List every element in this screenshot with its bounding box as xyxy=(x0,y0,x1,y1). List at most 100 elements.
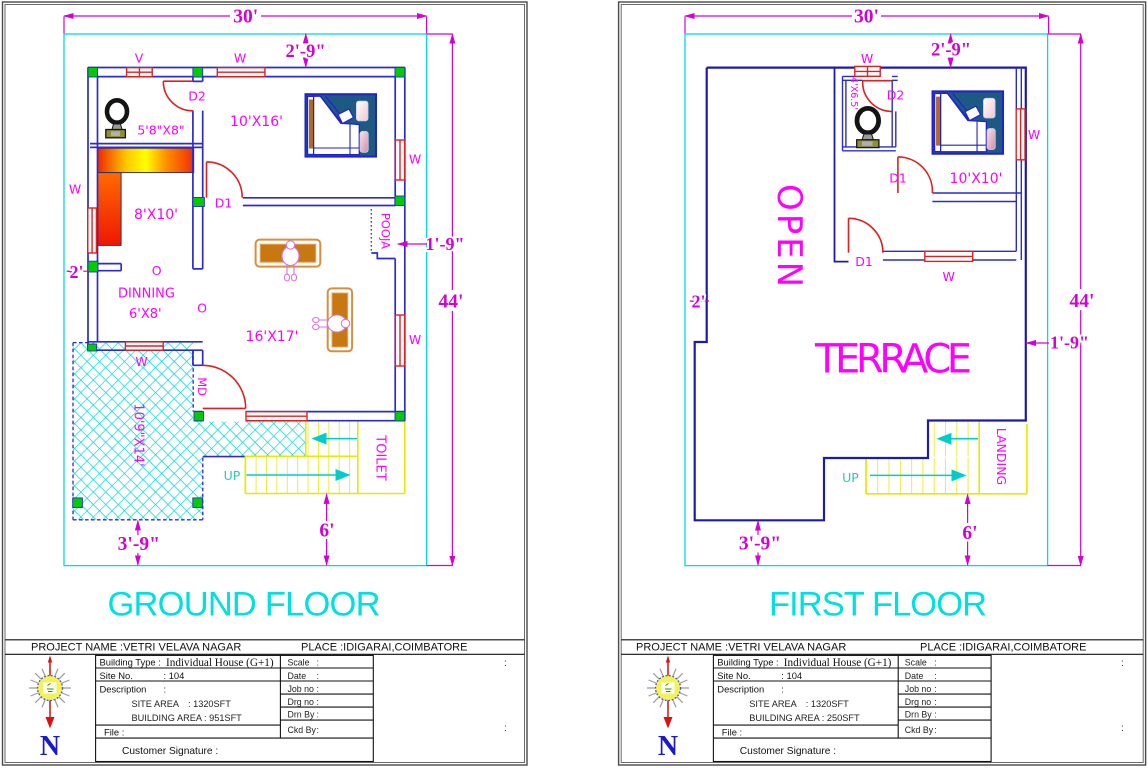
label-up: UP xyxy=(224,468,241,483)
title-block: PROJECT NAME :VETRI VELAVA NAGAR PLACE :… xyxy=(5,639,525,763)
label-landing: LANDING xyxy=(994,428,1009,486)
dim-stair: 6' xyxy=(962,523,977,544)
customer-signature: Customer Signature : xyxy=(740,746,836,757)
sofa-right xyxy=(312,287,354,353)
column-block xyxy=(192,67,204,78)
admin-row-colon: : xyxy=(317,697,319,707)
admin-row-colon: : xyxy=(934,684,936,694)
dimension-line xyxy=(1047,33,1081,567)
windows xyxy=(854,65,1026,263)
site-boundary xyxy=(684,33,1049,567)
customer-signature: Customer Signature : xyxy=(122,746,218,757)
column-block xyxy=(394,195,406,207)
admin-row-label: Scale xyxy=(288,658,310,668)
north-compass: N xyxy=(29,655,71,762)
dimension-line xyxy=(426,33,453,567)
place: PLACE :IDIGARAI,COIMBATORE xyxy=(301,641,467,653)
sitout-hatch xyxy=(72,341,306,521)
column-block xyxy=(87,67,98,78)
wall-segment xyxy=(90,142,203,149)
columns xyxy=(72,67,406,509)
label-toilet: TOILET xyxy=(373,434,388,480)
doors xyxy=(162,80,247,410)
title-block-grid xyxy=(621,639,1144,763)
window-bedroom-east-symbol xyxy=(1015,108,1026,161)
bed-double xyxy=(304,93,377,158)
description-colon: : xyxy=(164,683,167,694)
opening-marks: W W W D2 D1 D1 xyxy=(855,51,1040,284)
site-area-value: : 1320SFT xyxy=(188,699,231,709)
site-boundary xyxy=(63,33,428,567)
wc-bowl xyxy=(104,98,130,126)
door-d2-arc xyxy=(861,79,892,113)
dim-bottom-offset: 3'-9" xyxy=(739,534,781,555)
north-compass: N xyxy=(647,655,689,762)
label-pooja: POOJA xyxy=(379,213,393,249)
admin-row-label: Drg no xyxy=(288,697,315,707)
admin-row-label: Job no xyxy=(288,684,315,694)
window-right-lower-symbol xyxy=(394,314,406,367)
mark-md: MD xyxy=(195,377,209,396)
porch-hatch-fill xyxy=(193,421,306,457)
description-colon: : xyxy=(781,683,784,694)
stray-colon: : xyxy=(504,658,507,669)
wc-neck xyxy=(111,123,123,130)
column-block xyxy=(394,67,406,78)
column-block xyxy=(87,260,99,273)
wall-segment xyxy=(371,252,396,260)
building-area: BUILDING AREA : 951SFT xyxy=(132,713,243,723)
mark-w-south: W xyxy=(943,269,955,284)
title-block-grid xyxy=(5,639,525,763)
admin-row-label: Job no xyxy=(905,684,932,694)
admin-row-label: Drg no xyxy=(905,697,932,707)
mark-w-left: W xyxy=(69,182,81,197)
sitout-dashed-outline xyxy=(72,341,204,521)
floor-title: FIRST FLOOR xyxy=(769,586,989,624)
label-hall: 16'X17' xyxy=(246,329,299,345)
label-sitout: 10'9"X14' xyxy=(131,403,146,466)
bed-symbol xyxy=(931,90,1005,155)
admin-row-label: Date xyxy=(288,671,307,681)
mark-d1: D1 xyxy=(215,196,233,211)
person-figure xyxy=(312,314,351,333)
project-name: PROJECT NAME :VETRI VELAVA NAGAR xyxy=(31,641,241,653)
wall-segment xyxy=(194,410,405,422)
window-dining-symbol xyxy=(124,341,164,351)
wc-bowl xyxy=(854,106,882,136)
floor-title: GROUND FLOOR xyxy=(108,586,383,624)
site-area-label: SITE AREA xyxy=(749,699,797,709)
window-right-upper-symbol xyxy=(394,139,406,181)
dim-width: 30' xyxy=(854,7,879,28)
dim-left-offset: 2' xyxy=(69,262,83,282)
dim-stair: 6' xyxy=(319,521,334,542)
wc-fixture xyxy=(104,98,130,139)
admin-row-colon: : xyxy=(317,710,319,720)
terrace-outline xyxy=(693,66,1027,522)
site-no-value: : 104 xyxy=(164,670,185,681)
site-no-value: : 104 xyxy=(781,670,802,681)
file-label: File : xyxy=(104,726,124,737)
wc-neck xyxy=(861,133,875,141)
door-d2-arc xyxy=(162,80,193,112)
mark-w-right-upper: W xyxy=(409,152,421,167)
label-dining: DINNING xyxy=(118,287,175,302)
mark-o-1: O xyxy=(152,263,162,278)
window-hall-south-symbol xyxy=(924,250,974,263)
column-block xyxy=(72,497,83,509)
building-type-label: Building Type : xyxy=(100,657,161,668)
dim-right-offset: 1'-9" xyxy=(1050,333,1089,353)
dim-height: 44' xyxy=(1070,291,1095,312)
admin-row-label: Scale xyxy=(905,658,927,668)
windows xyxy=(87,66,406,422)
sheet-ground-floor: 30' 44' 2'-9" 1'-9" 2' 3'-9" 6' 5'8"X8" … xyxy=(1,1,528,766)
dimension-texts: 30' 44' 2'-9" 1'-9" 2' 3'-9" 6' xyxy=(689,5,1096,557)
dimension-line xyxy=(63,16,428,34)
building-type-label: Building Type : xyxy=(717,657,778,668)
label-up: UP xyxy=(842,470,859,485)
dim-width: 30' xyxy=(233,7,258,28)
label-bedroom: 10'X16' xyxy=(230,114,283,130)
project-name: PROJECT NAME :VETRI VELAVA NAGAR xyxy=(636,641,846,653)
column-block xyxy=(87,343,98,352)
sheet-first-floor: 30' 44' 2'-9" 1'-9" 2' 3'-9" 6' TERRACE … xyxy=(617,1,1147,766)
